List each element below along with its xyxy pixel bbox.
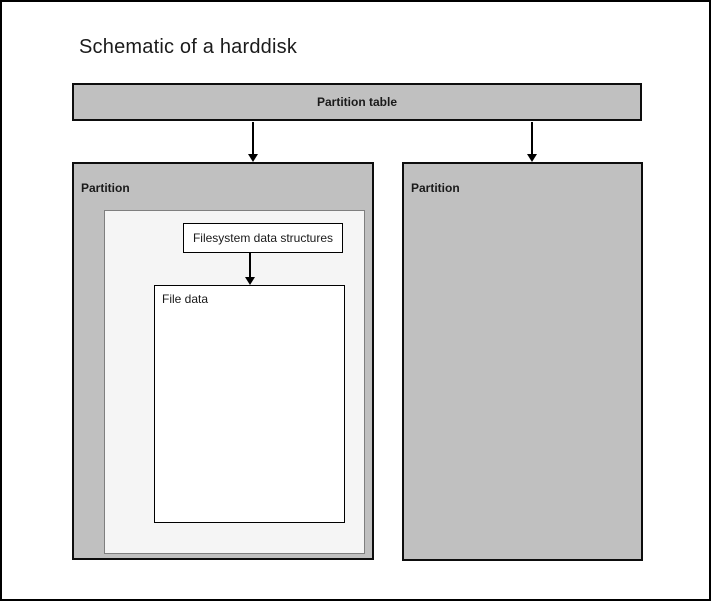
arrow-line: [249, 253, 251, 277]
filesystem-data-structures-label: Filesystem data structures: [192, 231, 334, 245]
arrow-down-icon: [245, 277, 255, 285]
partition-left-label: Partition: [81, 181, 130, 195]
arrow-table-to-right-partition: [526, 122, 538, 162]
partition-table-box: Partition table: [72, 83, 642, 121]
arrow-line: [531, 122, 533, 154]
partition-table-label: Partition table: [316, 95, 397, 109]
arrow-down-icon: [248, 154, 258, 162]
file-data-label: File data: [162, 292, 209, 306]
diagram-title: Schematic of a harddisk: [79, 36, 298, 58]
partition-right-label: Partition: [411, 181, 460, 195]
arrow-table-to-left-partition: [247, 122, 259, 162]
arrow-filesystem-to-file-data: [244, 253, 256, 285]
file-data-box: File data: [154, 285, 345, 523]
partition-right-box: Partition: [402, 162, 643, 561]
arrow-down-icon: [527, 154, 537, 162]
partition-left-box: Partition Filesystem data structures Fil…: [72, 162, 374, 560]
filesystem-data-structures-box: Filesystem data structures: [183, 223, 343, 253]
arrow-line: [252, 122, 254, 154]
